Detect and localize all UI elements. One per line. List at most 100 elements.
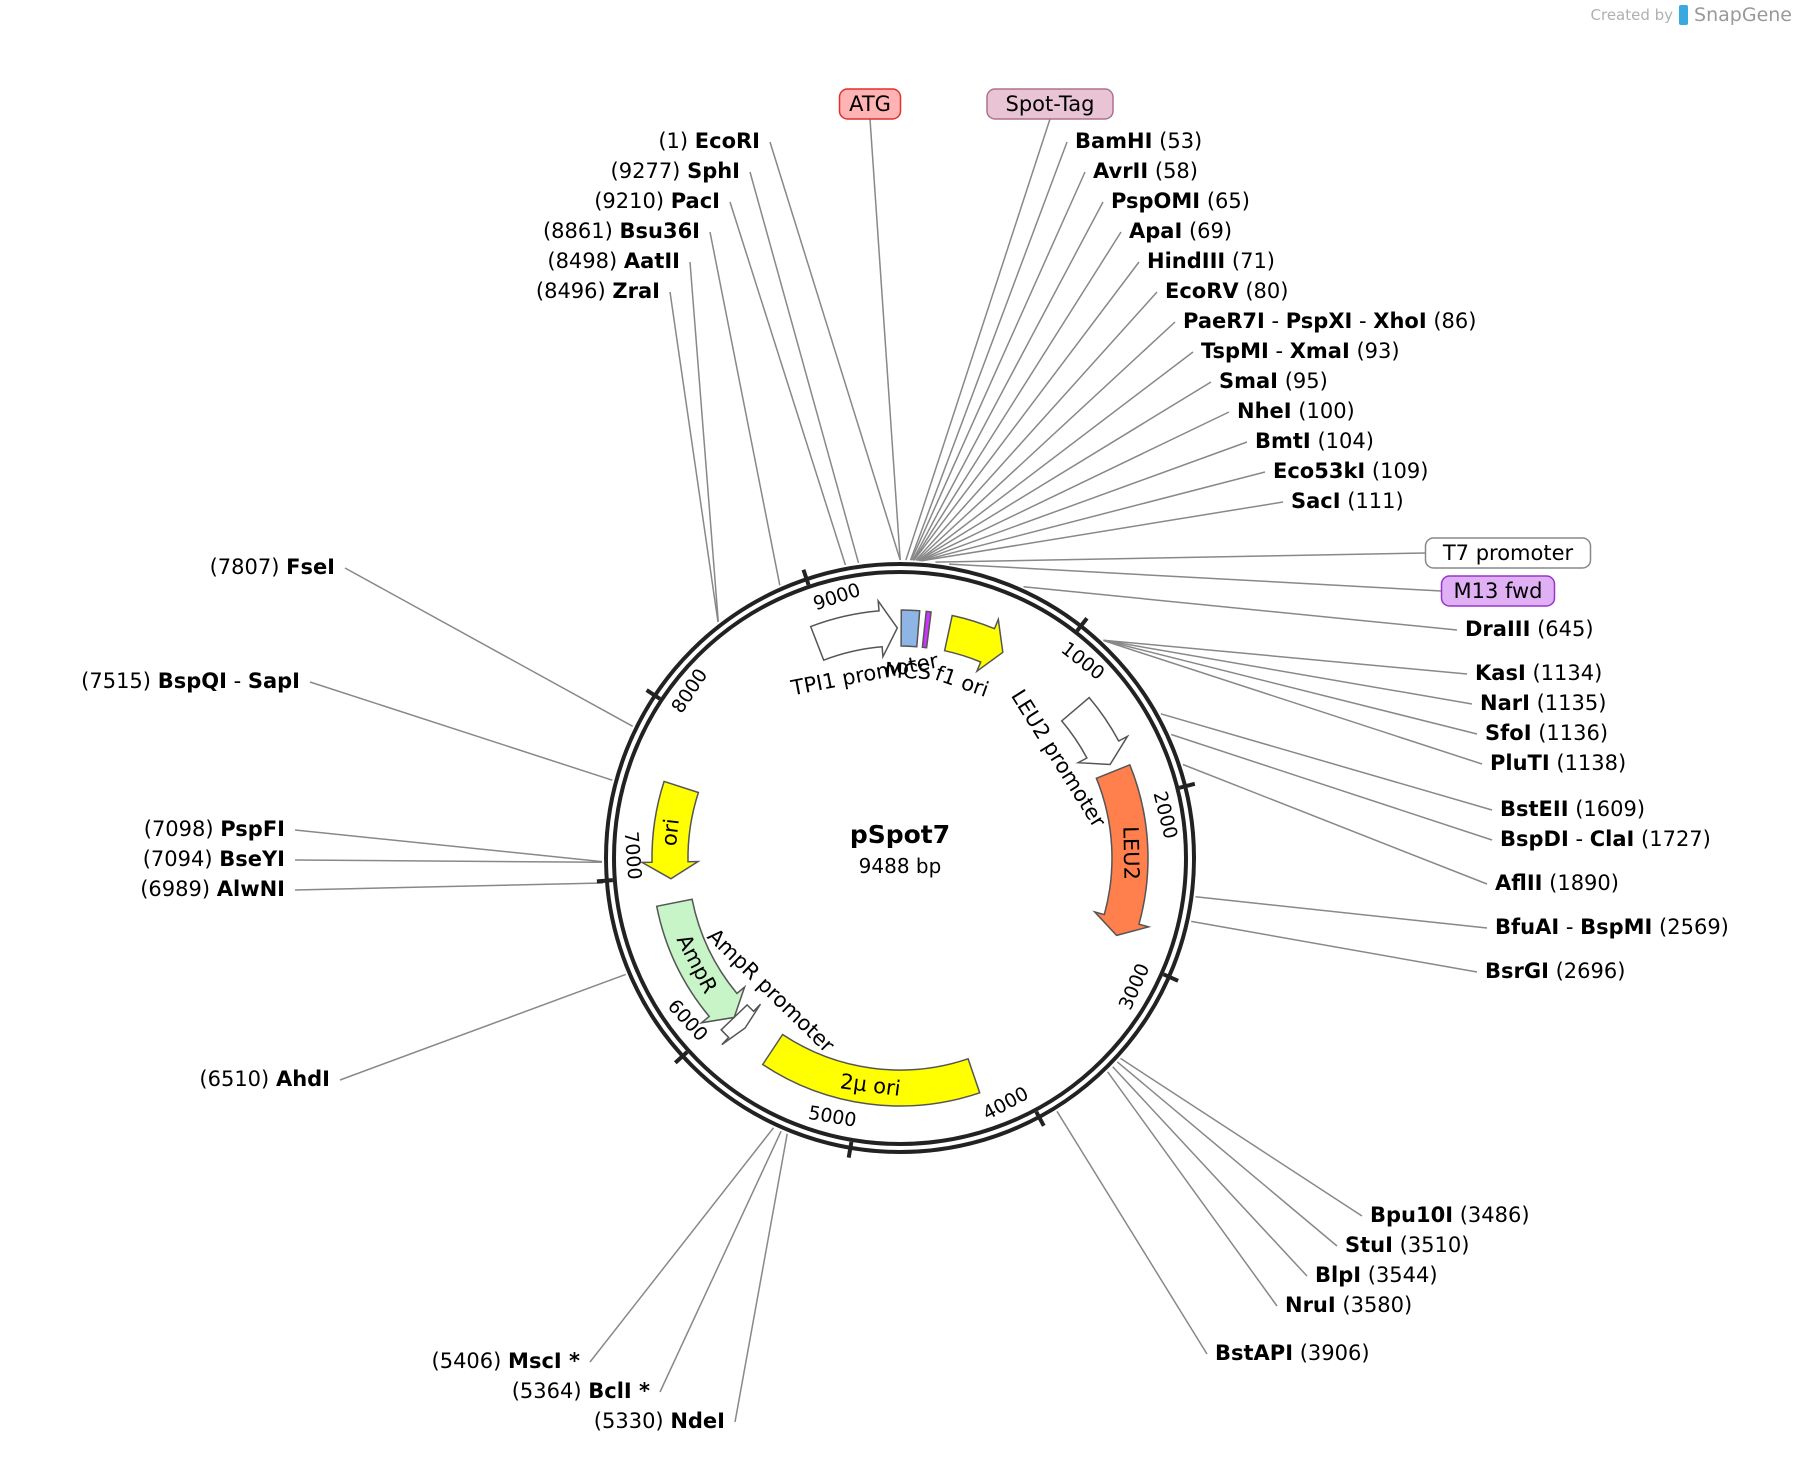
site-ahdi[interactable]: (6510) AhdI xyxy=(199,1067,330,1091)
boxed-label-t7-promoter[interactable] xyxy=(1424,537,1592,569)
plasmid-size: 9488 bp xyxy=(859,854,942,878)
site-position: (109) xyxy=(1372,459,1428,483)
site-apai[interactable]: ApaI (69) xyxy=(1129,219,1232,243)
site-ndei[interactable]: (5330) NdeI xyxy=(594,1409,725,1433)
site-nrui[interactable]: NruI (3580) xyxy=(1285,1293,1412,1317)
site-leader-line xyxy=(339,973,626,1081)
site-position: (104) xyxy=(1317,429,1373,453)
feature-leu2-promoter[interactable] xyxy=(1060,696,1130,766)
boxed-label-m13-fwd[interactable] xyxy=(1440,575,1556,607)
site-name: EcoRV xyxy=(1165,279,1239,303)
boxed-label-spot-tag[interactable] xyxy=(986,88,1114,120)
site-spacer xyxy=(1530,691,1537,715)
site-bpu10i[interactable]: Bpu10I (3486) xyxy=(1370,1203,1530,1227)
site-position: (2696) xyxy=(1556,959,1626,983)
site-leader-line xyxy=(1170,733,1493,841)
site-bcli[interactable]: (5364) BclI * xyxy=(512,1379,650,1403)
feature-ori[interactable] xyxy=(639,780,701,880)
site-msci[interactable]: (5406) MscI * xyxy=(432,1349,581,1373)
feature-ampr[interactable] xyxy=(655,898,747,1024)
site-pspfi[interactable]: (7098) PspFI xyxy=(144,817,285,841)
site-aatii[interactable]: (8498) AatII xyxy=(547,249,680,273)
site-bmti[interactable]: BmtI (104) xyxy=(1255,429,1374,453)
site-fsei[interactable]: (7807) FseI xyxy=(210,555,335,579)
site-alwni[interactable]: (6989) AlwNI xyxy=(140,877,285,901)
feature-mcs[interactable] xyxy=(900,609,921,648)
site-bsrgi[interactable]: BsrGI (2696) xyxy=(1485,959,1625,983)
site-stui[interactable]: StuI (3510) xyxy=(1345,1233,1469,1257)
site-name: EcoRI xyxy=(695,129,760,153)
site-bspdi-clai[interactable]: BspDI - ClaI (1727) xyxy=(1500,827,1711,851)
site-name: PspFI xyxy=(220,817,285,841)
site-eco53ki[interactable]: Eco53kI (109) xyxy=(1273,459,1428,483)
site-spacer xyxy=(1393,1233,1400,1257)
site-spacer xyxy=(1427,309,1434,333)
site-name: SphI xyxy=(687,159,740,183)
site-position: (5330) xyxy=(594,1409,664,1433)
site-name: Bpu10I xyxy=(1370,1203,1453,1227)
site-position: (65) xyxy=(1207,189,1250,213)
site-name: BmtI xyxy=(1255,429,1311,453)
site-bstapi[interactable]: BstAPI (3906) xyxy=(1215,1341,1370,1365)
site-saci[interactable]: SacI (111) xyxy=(1291,489,1404,513)
site-kasi[interactable]: KasI (1134) xyxy=(1475,661,1602,685)
site-blpi[interactable]: BlpI (3544) xyxy=(1315,1263,1438,1287)
site-bsu36i[interactable]: (8861) Bsu36I xyxy=(543,219,700,243)
site-leader-line xyxy=(294,882,604,891)
site-name: PspOMI xyxy=(1111,189,1200,213)
site-bseyi[interactable]: (7094) BseYI xyxy=(143,847,285,871)
tick-mark xyxy=(801,569,811,586)
site-leader-line xyxy=(915,291,1158,561)
feature-f1-ori[interactable] xyxy=(943,614,1004,674)
site-position: (3906) xyxy=(1300,1341,1370,1365)
feature-ampr-promoter[interactable] xyxy=(720,1003,762,1046)
site-paci[interactable]: (9210) PacI xyxy=(594,189,720,213)
site-spacer xyxy=(279,555,286,579)
tick-label: 7000 xyxy=(620,831,646,881)
site-name: ClaI xyxy=(1590,827,1635,851)
site-bfuai-bspmi[interactable]: BfuAI - BspMI (2569) xyxy=(1495,915,1729,939)
site-position: (3510) xyxy=(1400,1233,1470,1257)
site-avrii[interactable]: AvrII (58) xyxy=(1093,159,1198,183)
feature-label-ori: ori xyxy=(657,817,684,847)
site-draiii[interactable]: DraIII (645) xyxy=(1465,617,1594,641)
tick-label: 2000 xyxy=(1148,789,1181,841)
site-separator: - xyxy=(1352,309,1373,333)
site-smai[interactable]: SmaI (95) xyxy=(1219,369,1328,393)
snapgene-logo-icon xyxy=(1679,5,1689,25)
site-paer7i-pspxi-xhoi[interactable]: PaeR7I - PspXI - XhoI (86) xyxy=(1183,309,1476,333)
site-aflii[interactable]: AflII (1890) xyxy=(1495,871,1619,895)
site-name: StuI xyxy=(1345,1233,1393,1257)
site-bsteii[interactable]: BstEII (1609) xyxy=(1500,797,1645,821)
site-pluti[interactable]: PluTI (1138) xyxy=(1490,751,1626,775)
site-nari[interactable]: NarI (1135) xyxy=(1480,691,1606,715)
site-pspomi[interactable]: PspOMI (65) xyxy=(1111,189,1250,213)
site-bspqi-sapi[interactable]: (7515) BspQI - SapI xyxy=(81,669,300,693)
site-separator: - xyxy=(227,669,248,693)
site-leader-line xyxy=(709,231,781,586)
feature-leu2[interactable] xyxy=(1092,763,1152,937)
feature-marker-2[interactable] xyxy=(921,610,932,649)
site-spacer xyxy=(1182,219,1189,243)
boxed-label-atg[interactable] xyxy=(838,88,902,120)
site-zrai[interactable]: (8496) ZraI xyxy=(536,279,660,303)
site-position: (3580) xyxy=(1342,1293,1412,1317)
feature-label-leu2: LEU2 xyxy=(1118,826,1143,880)
site-hindiii[interactable]: HindIII (71) xyxy=(1147,249,1275,273)
feature-tpi1-promoter[interactable] xyxy=(809,598,899,662)
site-ecorv[interactable]: EcoRV (80) xyxy=(1165,279,1288,303)
feature-2-ori[interactable] xyxy=(761,1033,981,1107)
site-bamhi[interactable]: BamHI (53) xyxy=(1075,129,1202,153)
site-nhei[interactable]: NheI (100) xyxy=(1237,399,1355,423)
site-position: (93) xyxy=(1356,339,1399,363)
site-sphi[interactable]: (9277) SphI xyxy=(611,159,740,183)
site-leader-line xyxy=(749,171,860,564)
site-position: (111) xyxy=(1347,489,1403,513)
site-name: BseYI xyxy=(219,847,285,871)
site-tspmi-xmai[interactable]: TspMI - XmaI (93) xyxy=(1201,339,1400,363)
site-position: (9210) xyxy=(594,189,664,213)
site-sfoi[interactable]: SfoI (1136) xyxy=(1485,721,1608,745)
site-position: (1136) xyxy=(1538,721,1608,745)
site-leader-line xyxy=(919,411,1230,562)
site-ecori[interactable]: (1) EcoRI xyxy=(658,129,760,153)
